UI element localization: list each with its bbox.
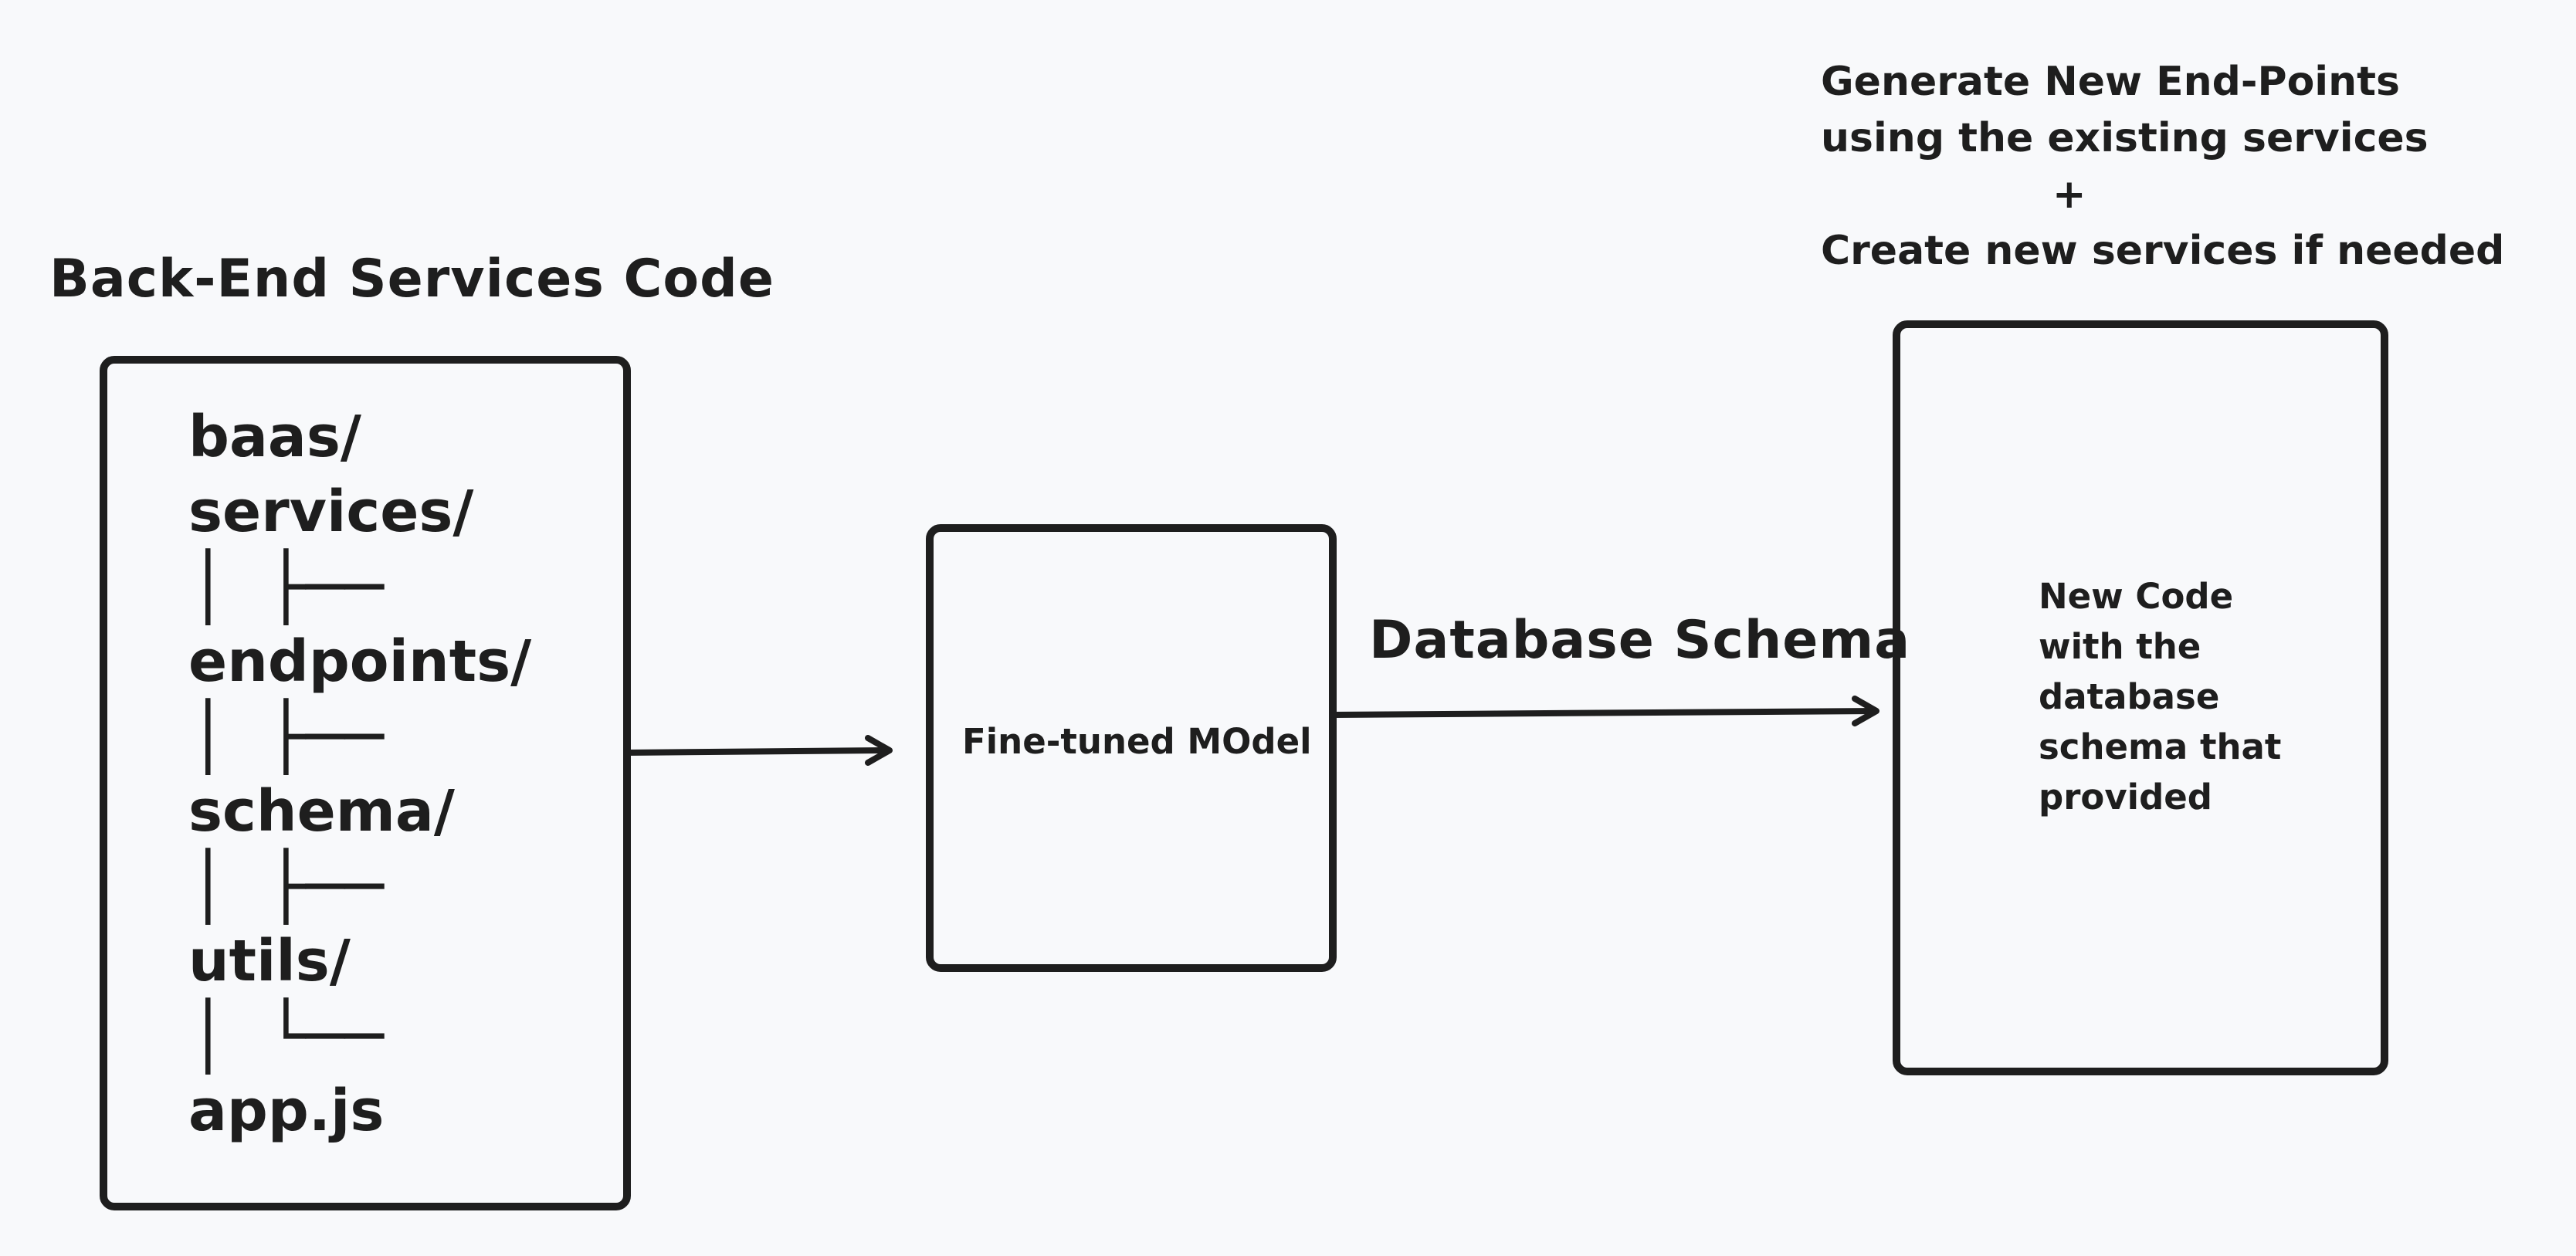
source-code-box[interactable]: [100, 356, 631, 1210]
tree-line: services/: [188, 479, 474, 545]
output-line: New Code: [2039, 576, 2234, 617]
output-line: with the: [2039, 626, 2201, 667]
directory-tree: baas/ services/ │ ├── endpoints/ │ ├── s…: [188, 400, 531, 1149]
model-label: Fine-tuned MOdel: [962, 721, 1312, 762]
tree-line: utils/: [188, 928, 351, 994]
output-label: New Code with the database schema that p…: [2039, 571, 2281, 822]
output-box[interactable]: [1893, 320, 2388, 1075]
goal-note-line: using the existing services: [1821, 115, 2429, 161]
goal-note-line: Create new services if needed: [1821, 228, 2505, 274]
arrow-model-to-output[interactable]: [1330, 696, 1879, 726]
arrow-code-to-model[interactable]: [624, 735, 893, 766]
output-line: provided: [2039, 777, 2213, 818]
tree-connector: │ ├──: [188, 848, 384, 924]
goal-note-plus: +: [2052, 171, 2086, 218]
tree-connector: │ └──: [188, 998, 384, 1074]
output-line: schema that: [2039, 726, 2282, 767]
tree-connector: │ ├──: [188, 699, 384, 774]
output-line: database: [2039, 676, 2220, 717]
goal-note: Generate New End-Points using the existi…: [1821, 54, 2504, 279]
tree-line: app.js: [188, 1078, 385, 1144]
tree-line: baas/: [188, 404, 361, 470]
tree-line: endpoints/: [188, 628, 532, 695]
edge-label-database-schema: Database Schema: [1369, 610, 1911, 671]
model-box[interactable]: [926, 524, 1337, 972]
source-code-title: Back-End Services Code: [49, 249, 774, 310]
tree-line: schema/: [188, 778, 455, 845]
tree-connector: │ ├──: [188, 549, 384, 625]
goal-note-line: Generate New End-Points: [1821, 59, 2400, 105]
